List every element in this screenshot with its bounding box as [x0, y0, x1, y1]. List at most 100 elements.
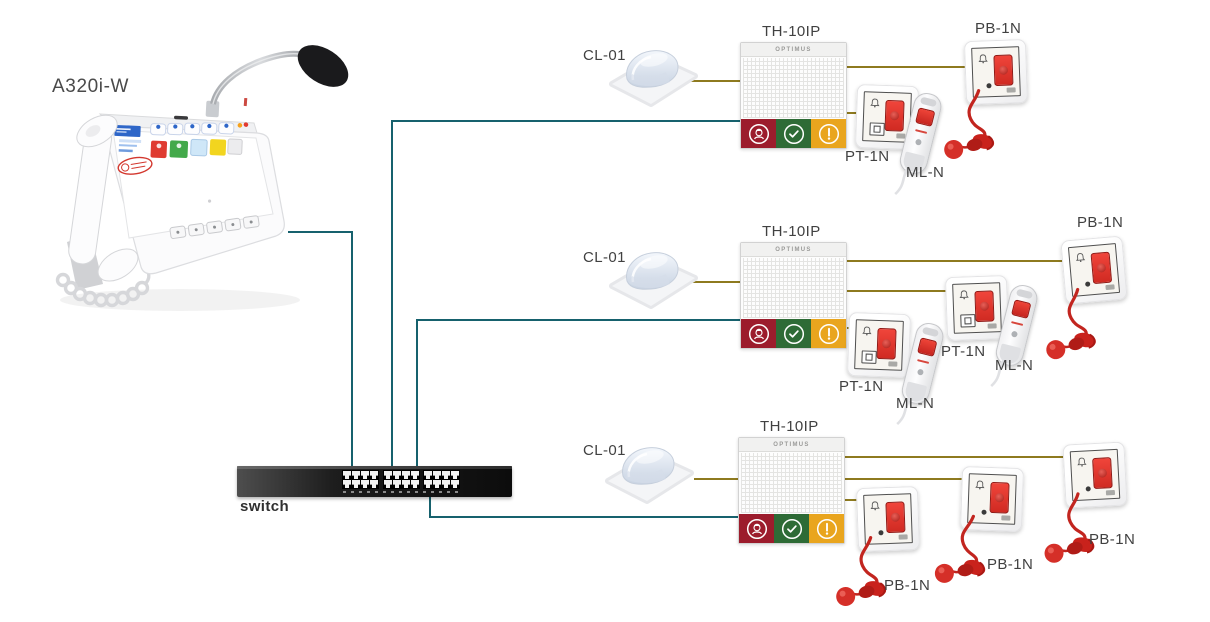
nurse-call-button[interactable] [741, 119, 776, 148]
pt1n-label: PT-1N [839, 378, 884, 395]
pb1n-label: PB-1N [1089, 531, 1136, 548]
brand-text: OPTIMUS [775, 246, 812, 253]
pull-cord-unit-5 [836, 485, 921, 607]
check-icon [781, 518, 802, 539]
pendant-call-button[interactable] [917, 337, 938, 357]
call-button[interactable] [1090, 251, 1113, 285]
cable-lamp1-to-terminal1 [688, 80, 742, 82]
console-buttons[interactable] [169, 215, 260, 239]
alert-button[interactable] [809, 514, 844, 543]
call-button[interactable] [1092, 457, 1113, 490]
pull-cord-unit-1 [944, 38, 1029, 160]
cable-terminal3-to-pb3c [842, 499, 859, 501]
pull-cord-faceplate [863, 493, 913, 545]
port-group-3 [423, 470, 460, 489]
corridor-lamp-2 [609, 252, 698, 309]
pendant-cap [921, 326, 940, 338]
pendant-cap [1015, 288, 1034, 300]
lamp1-label: CL-01 [583, 47, 626, 64]
network-switch [237, 466, 512, 497]
brand-text: OPTIMUS [775, 46, 812, 53]
pendant-cable [894, 167, 909, 196]
terminal3-label: TH-10IP [760, 418, 819, 435]
call-button[interactable] [885, 501, 906, 534]
cable-terminal1-to-pb1 [844, 66, 967, 68]
pb1n-label: PB-1N [987, 556, 1034, 573]
speaker-grille [741, 453, 842, 513]
pendant-speaker [916, 368, 925, 376]
pull-cord-unit-3 [1044, 441, 1128, 563]
brand-mark [987, 323, 997, 329]
pendant-call-button[interactable] [915, 107, 936, 127]
port-labels [343, 491, 461, 493]
pendant-cable [896, 397, 911, 426]
master-station-label: A320i-W [52, 76, 130, 97]
cable-terminal3-to-pb3b [842, 478, 963, 480]
nurse-icon [748, 323, 769, 344]
pendant-socket [869, 122, 885, 136]
mln-label: ML-N [995, 357, 1034, 374]
pull-cord-faceplate [971, 46, 1021, 98]
call-button[interactable] [993, 54, 1014, 87]
exclamation-icon [818, 323, 839, 344]
bell-icon [975, 480, 985, 490]
call-button[interactable] [989, 481, 1010, 514]
room-terminal-2: OPTIMUS [740, 242, 847, 349]
alert-button[interactable] [811, 319, 846, 348]
switch-label: switch [240, 498, 290, 515]
pull-cord[interactable] [932, 85, 1015, 164]
confirm-button[interactable] [776, 319, 811, 348]
pt1n-label: PT-1N [941, 343, 986, 360]
socket-unit-1 [854, 83, 920, 151]
cable-master-to-switch-h [288, 231, 352, 233]
room-terminal-1: OPTIMUS [740, 42, 847, 149]
pb1n-label: PB-1N [884, 577, 931, 594]
pull-cord[interactable] [1030, 283, 1116, 366]
pull-cord-unit-2 [1046, 235, 1128, 360]
exclamation-icon [816, 518, 837, 539]
pull-cord-faceplate [967, 473, 1017, 525]
alert-button[interactable] [811, 119, 846, 148]
call-button[interactable] [884, 99, 905, 132]
pt1n-label: PT-1N [845, 148, 890, 165]
pull-cord[interactable] [924, 511, 1007, 590]
pendant-call-button[interactable] [1011, 299, 1032, 319]
confirm-button[interactable] [774, 514, 809, 543]
cable-lamp3-to-terminal3 [694, 478, 740, 480]
pendant-cap [919, 96, 938, 108]
terminal2-label: TH-10IP [762, 223, 821, 240]
speaker-grille [743, 258, 844, 318]
cable-master-to-switch-v [351, 231, 353, 467]
socket-faceplate [854, 319, 904, 371]
pull-cord[interactable] [824, 532, 907, 611]
pull-cord-faceplate [1067, 243, 1121, 297]
nurse-call-button[interactable] [741, 319, 776, 348]
pendant-stripe [1011, 321, 1024, 326]
lamp2-label: CL-01 [583, 249, 626, 266]
pendant-stripe [917, 359, 930, 364]
socket-unit-3 [846, 311, 912, 379]
lamp3-label: CL-01 [583, 442, 626, 459]
mln-label: ML-N [896, 395, 935, 412]
nurse-icon [748, 123, 769, 144]
brand-mark [888, 361, 898, 367]
call-button[interactable] [876, 327, 897, 360]
confirm-button[interactable] [776, 119, 811, 148]
socket-faceplate [862, 91, 912, 143]
nurse-call-button[interactable] [739, 514, 774, 543]
pull-cord[interactable] [1031, 488, 1115, 568]
pendant-stripe [915, 129, 928, 134]
mln-label: ML-N [906, 164, 945, 181]
nurse-icon [746, 518, 767, 539]
cable-switch-to-room1-v [391, 121, 393, 467]
pendant-speaker [914, 138, 923, 146]
socket-unit-2 [944, 274, 1010, 342]
pb1n-label: PB-1N [1077, 214, 1124, 231]
pull-cord-faceplate [1069, 448, 1121, 502]
bell-icon [1077, 457, 1087, 467]
check-icon [783, 123, 804, 144]
call-button[interactable] [974, 290, 995, 323]
pendant-cable [990, 359, 1005, 388]
pull-cord-unit-4 [934, 465, 1025, 583]
